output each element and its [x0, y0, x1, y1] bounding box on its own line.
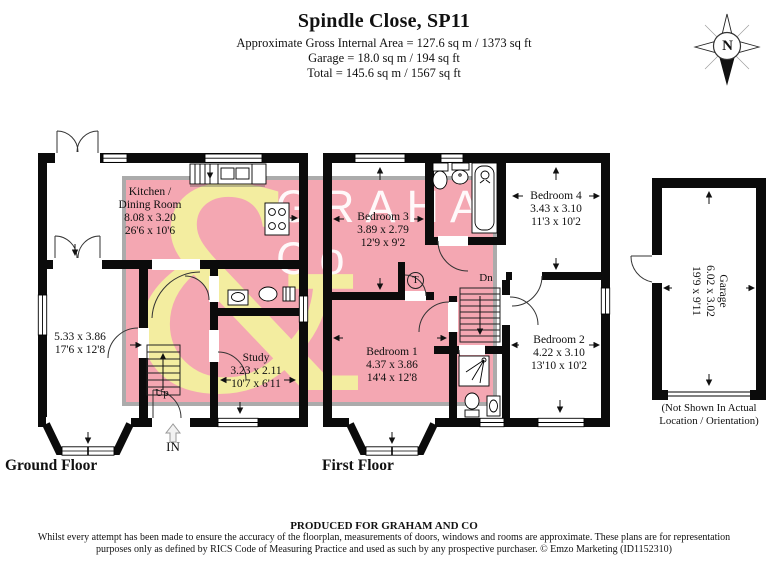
ground-floor-title: Ground Floor: [5, 457, 98, 474]
bedroom2-label: Bedroom 2 4.22 x 3.10 13'10 x 10'2: [531, 334, 587, 372]
ensuite-fixtures: [458, 355, 501, 418]
garage-note: (Not Shown In Actual Location / Orientat…: [659, 402, 759, 427]
entrance-in-label: IN: [166, 439, 180, 454]
watermark-brand-suffix: Co: [276, 233, 356, 284]
first-floor-dimension-arrows: [333, 167, 600, 444]
first-floor-openings: [349, 236, 542, 428]
ground-floor-openings: [46, 152, 219, 428]
living-room-label: 5.33 x 3.86 17'6 x 12'8: [54, 331, 106, 356]
garage-dimension-arrows: [663, 191, 755, 386]
garage-area: Garage = 18.0 sq m / 194 sq ft: [308, 51, 460, 65]
gross-internal-area: Approximate Gross Internal Area = 127.6 …: [236, 36, 532, 50]
bathroom-fixtures: [432, 162, 498, 234]
disclaimer-line-2: purposes only as defined by RICS Code of…: [96, 544, 672, 555]
kitchen-hob: [264, 202, 290, 236]
stairs-dn-label: Dn: [479, 272, 493, 284]
study-label: Study 3.23 x 2.11 10'7 x 6'11: [230, 352, 282, 390]
ground-floor-dimension-arrows: [71, 166, 298, 444]
footer: PRODUCED FOR GRAHAM AND CO Whilst every …: [0, 520, 768, 556]
kitchen-dining-label: Kitchen / Dining Room 8.08 x 3.20 26'6 x…: [118, 186, 182, 237]
water-tank-symbol: T: [407, 272, 424, 289]
ground-floor-wc-fixtures: [227, 286, 296, 306]
garage-label: Garage 6.02 x 3.02 19'9 x 9'11: [690, 265, 730, 317]
bedroom3-label: Bedroom 3 3.89 x 2.79 12'9 x 9'2: [357, 211, 409, 249]
produced-for-line: PRODUCED FOR GRAHAM AND CO: [290, 520, 478, 532]
garage-door: [630, 255, 750, 397]
bedroom4-label: Bedroom 4 3.43 x 3.10 11'3 x 10'2: [530, 190, 582, 228]
bedroom1-label: Bedroom 1 4.37 x 3.86 14'4 x 12'8: [366, 346, 418, 384]
disclaimer-line-1: Whilst every attempt has been made to en…: [37, 532, 731, 543]
total-area: Total = 145.6 sq m / 1567 sq ft: [307, 66, 461, 80]
first-floor-title: First Floor: [322, 457, 394, 474]
header: Spindle Close, SP11 Approximate Gross In…: [0, 10, 768, 81]
ground-floor-stairs: [146, 344, 181, 396]
page-title: Spindle Close, SP11: [297, 10, 471, 32]
first-floor-stairs: [459, 287, 501, 343]
entrance-in-arrow: [164, 423, 182, 443]
ground-floor-windows: [37, 153, 309, 428]
compass-rose: [693, 13, 761, 86]
compass-north-label: N: [722, 38, 733, 54]
stairs-up-label: Up: [155, 387, 169, 399]
kitchen-sink-unit: [189, 163, 267, 187]
first-floor-windows: [354, 153, 611, 428]
